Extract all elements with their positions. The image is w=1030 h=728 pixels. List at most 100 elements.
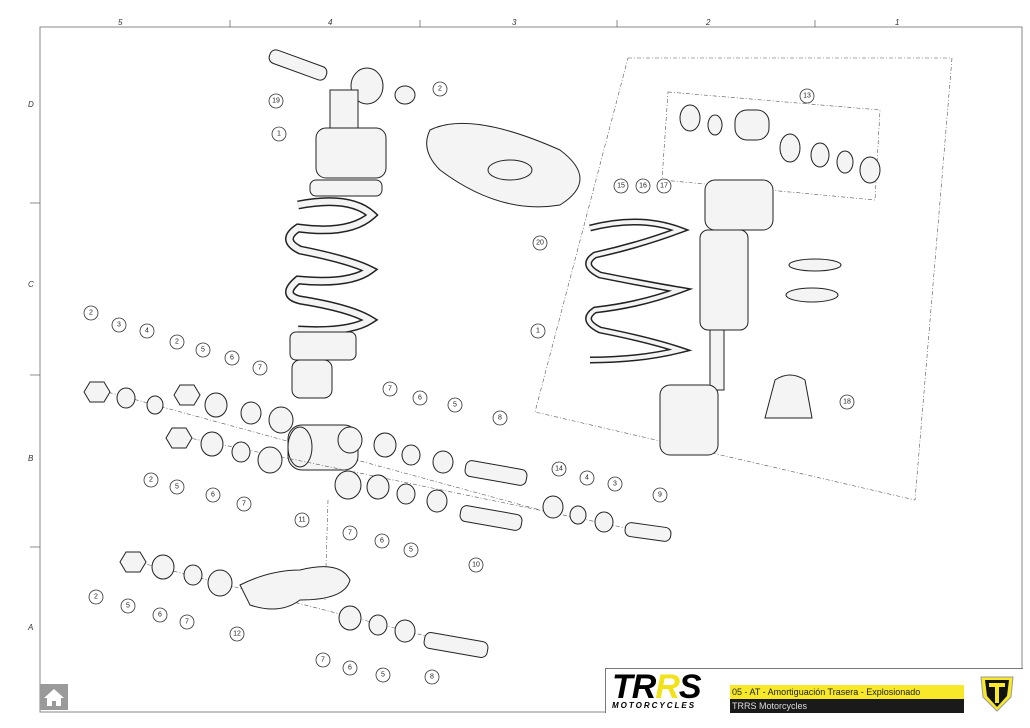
svg-text:1: 1: [536, 328, 540, 335]
callout: 6: [374, 533, 390, 549]
callout: 7: [236, 496, 252, 512]
svg-text:7: 7: [321, 657, 325, 664]
column-label: 1: [895, 18, 899, 27]
hardware-row-lower: [119, 499, 489, 658]
callout: 6: [224, 350, 240, 366]
callout: 4: [139, 323, 155, 339]
callout: 12: [229, 626, 245, 642]
callout: 7: [382, 381, 398, 397]
callout: 4: [579, 470, 595, 486]
home-button[interactable]: [40, 684, 68, 710]
callout: 7: [179, 614, 195, 630]
row-label: B: [28, 454, 34, 463]
callout: 5: [403, 542, 419, 558]
svg-text:9: 9: [658, 492, 662, 499]
callouts: 19 2 1 13 20 15 16 17 1 18 2 3 4 2 5 6 7…: [83, 81, 855, 685]
svg-text:5: 5: [453, 402, 457, 409]
callout: 8: [424, 669, 440, 685]
callout: 13: [799, 88, 815, 104]
svg-text:6: 6: [230, 355, 234, 362]
callout: 11: [294, 512, 310, 528]
callout: 7: [315, 652, 331, 668]
svg-text:5: 5: [409, 547, 413, 554]
callout: 3: [607, 476, 623, 492]
svg-text:3: 3: [117, 322, 121, 329]
svg-text:6: 6: [418, 395, 422, 402]
callout: 7: [252, 360, 268, 376]
shock-detail-group: [534, 57, 953, 501]
svg-text:19: 19: [272, 98, 280, 105]
callout: 5: [120, 598, 136, 614]
callout: 17: [656, 178, 672, 194]
svg-text:3: 3: [613, 481, 617, 488]
logo-subtext: MOTORCYCLES: [612, 701, 697, 710]
callout: 3: [111, 317, 127, 333]
home-icon: [44, 689, 64, 706]
svg-text:7: 7: [388, 386, 392, 393]
trrs-shield-icon: [980, 676, 1014, 712]
company-name: TRRS Motorcycles: [730, 699, 964, 713]
shock-detail: [585, 104, 881, 456]
callout: 6: [412, 390, 428, 406]
callout: 2: [143, 472, 159, 488]
svg-text:12: 12: [233, 631, 241, 638]
callout: 14: [551, 461, 567, 477]
callout: 16: [635, 178, 651, 194]
svg-text:7: 7: [258, 365, 262, 372]
trrs-logo: TRRS MOTORCYCLES: [612, 668, 702, 710]
svg-text:18: 18: [843, 399, 851, 406]
callout: 2: [432, 81, 448, 97]
svg-text:6: 6: [211, 492, 215, 499]
svg-text:5: 5: [201, 347, 205, 354]
callout: 19: [268, 93, 284, 109]
svg-text:7: 7: [348, 530, 352, 537]
svg-text:2: 2: [94, 594, 98, 601]
svg-text:16: 16: [639, 183, 647, 190]
svg-text:7: 7: [242, 501, 246, 508]
callout: 7: [342, 525, 358, 541]
svg-text:10: 10: [472, 562, 480, 569]
svg-text:8: 8: [498, 415, 502, 422]
svg-text:5: 5: [126, 603, 130, 610]
rear-shock-absorber: [268, 49, 416, 399]
svg-text:2: 2: [438, 86, 442, 93]
drawing-title: 05 - AT - Amortiguación Trasera - Explos…: [730, 685, 964, 699]
column-label: 2: [705, 18, 711, 27]
svg-text:6: 6: [158, 612, 162, 619]
row-label: D: [28, 100, 34, 109]
svg-text:17: 17: [660, 183, 668, 190]
callout: 6: [342, 660, 358, 676]
callout: 6: [205, 487, 221, 503]
callout: 8: [492, 410, 508, 426]
svg-text:2: 2: [149, 477, 153, 484]
callout: 2: [169, 334, 185, 350]
callout: 18: [839, 394, 855, 410]
bushing-group: [661, 91, 881, 201]
svg-text:14: 14: [555, 466, 563, 473]
svg-text:11: 11: [298, 517, 305, 524]
callout: 15: [613, 178, 629, 194]
callout: 2: [88, 589, 104, 605]
svg-text:8: 8: [430, 674, 434, 681]
svg-text:5: 5: [381, 672, 385, 679]
svg-text:1: 1: [277, 131, 281, 138]
callout: 9: [652, 487, 668, 503]
svg-text:13: 13: [803, 93, 811, 100]
svg-text:20: 20: [536, 240, 544, 247]
hardware-row-middle: [165, 427, 672, 542]
column-label: 3: [512, 18, 517, 27]
callout: 1: [271, 126, 287, 142]
row-label: A: [27, 623, 33, 632]
column-label: 4: [328, 18, 333, 27]
callout: 2: [83, 305, 99, 321]
svg-text:2: 2: [89, 310, 93, 317]
title-block: TRRS MOTORCYCLES 05 - AT - Amortiguación…: [605, 668, 1023, 713]
callout: 5: [375, 667, 391, 683]
drawing-frame: [39, 26, 1023, 713]
callout: 5: [447, 397, 463, 413]
rocker-link: [287, 424, 363, 500]
callout: 5: [195, 342, 211, 358]
callout: 6: [152, 607, 168, 623]
svg-text:4: 4: [585, 475, 589, 482]
